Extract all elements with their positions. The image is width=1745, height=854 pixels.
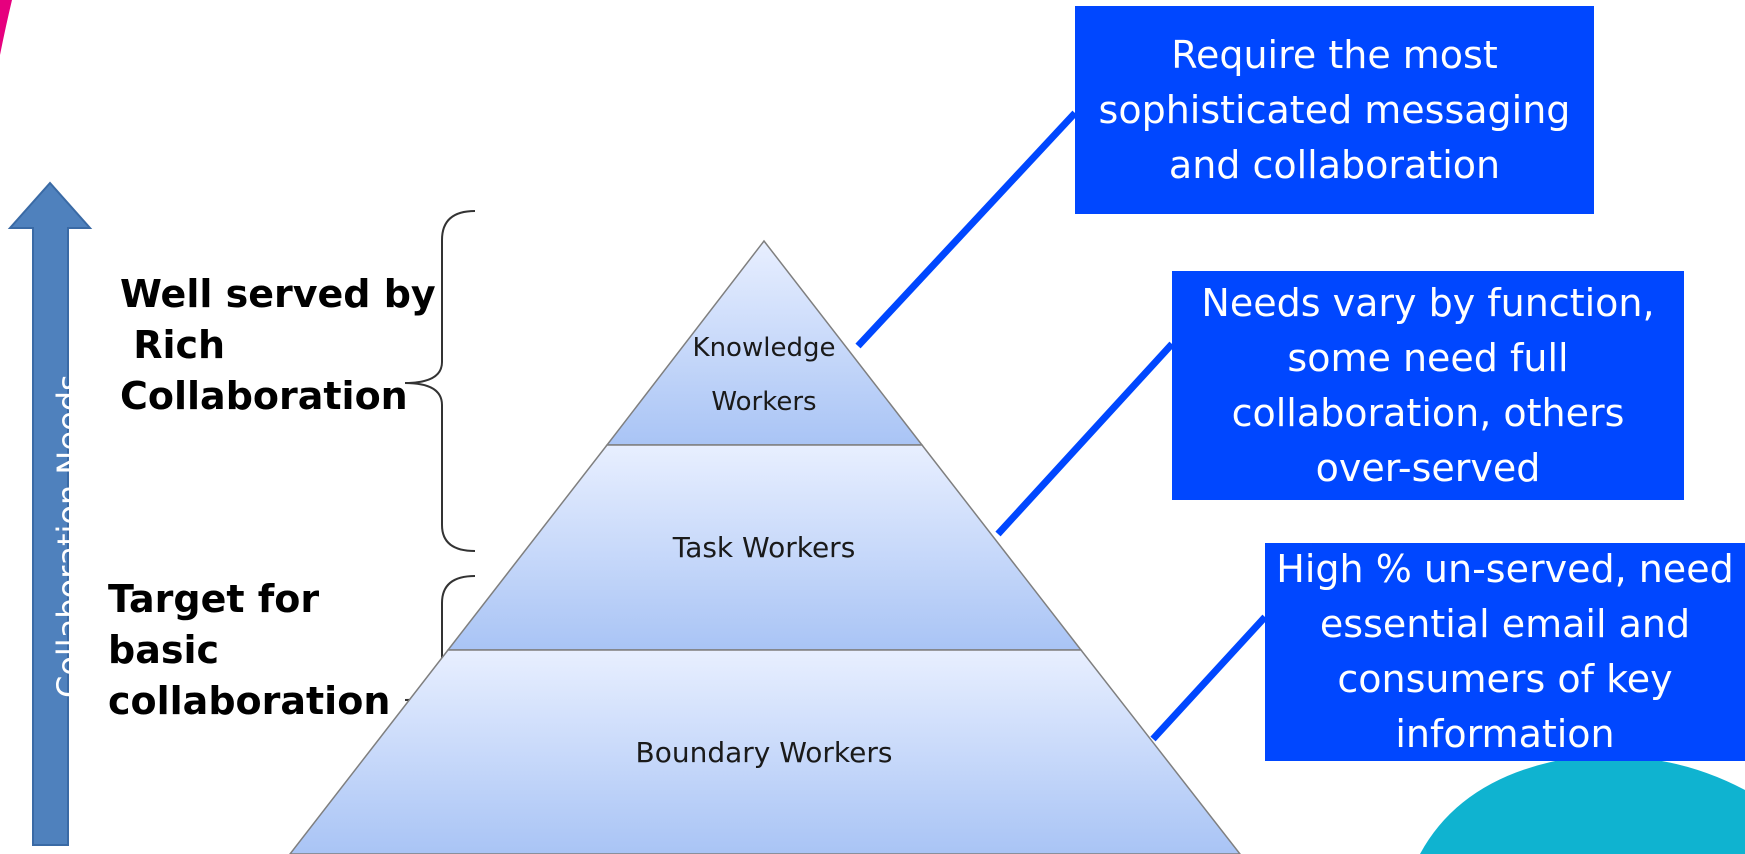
- connector-knowledge-workers: [855, 110, 1078, 349]
- collaboration-needs-label: Collaboration Needs: [50, 374, 88, 698]
- boundary-workers-label: Boundary Workers: [636, 736, 893, 769]
- callout-knowledge-workers: Require the most sophisticated messaging…: [1075, 6, 1594, 214]
- knowledge-workers-label-line2: Workers: [711, 387, 816, 417]
- decor-pink-shape: [0, 0, 12, 55]
- bracket-rich-collaboration: [404, 210, 476, 552]
- knowledge-workers-label-line1: Knowledge: [693, 333, 836, 363]
- collaboration-needs-arrow: [7, 181, 93, 846]
- basic-collaboration-group-label: Target for basic collaboration: [108, 577, 391, 723]
- pyramid-tier-boundary-workers: [289, 649, 1241, 854]
- connector-task-workers: [995, 341, 1175, 537]
- callout-task-workers: Needs vary by function, some need full c…: [1172, 271, 1684, 500]
- connector-boundary-workers: [1150, 614, 1268, 742]
- decor-teal-shape: [1420, 756, 1745, 854]
- rich-collaboration-group-label: Well served by Rich Collaboration: [120, 272, 436, 418]
- task-workers-label: Task Workers: [672, 531, 856, 564]
- callout-boundary-workers: High % un-served, need essential email a…: [1265, 543, 1745, 761]
